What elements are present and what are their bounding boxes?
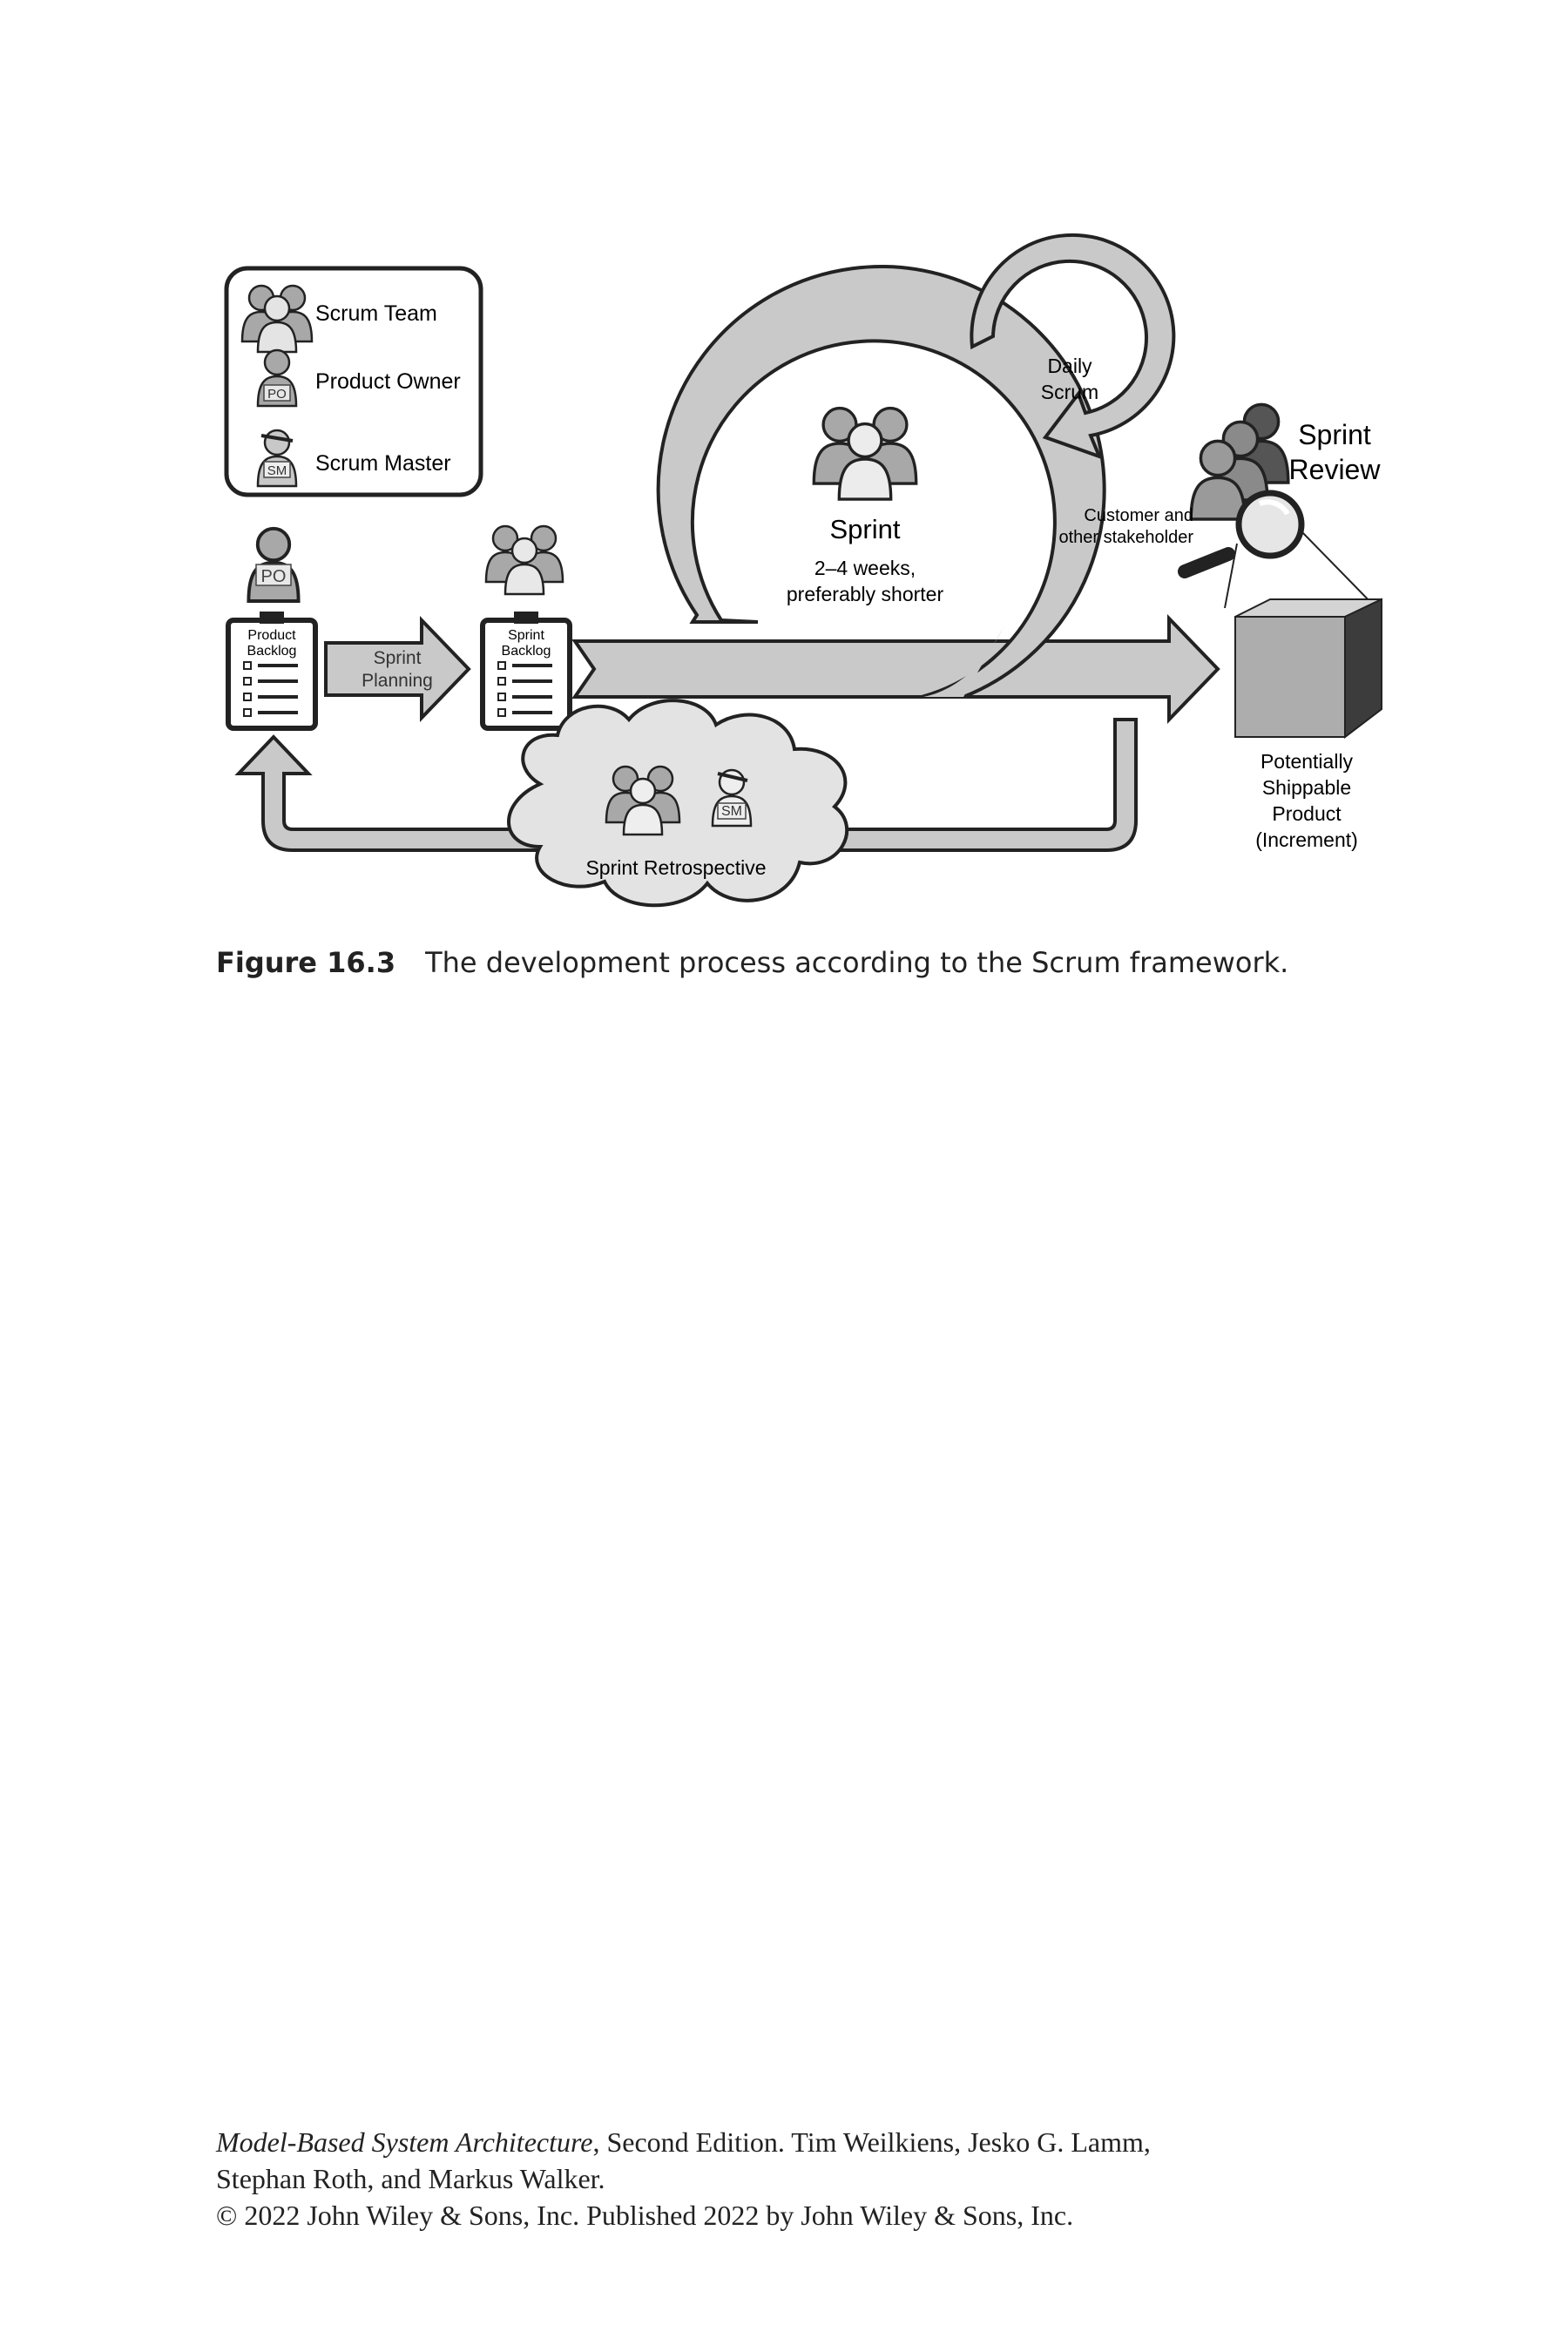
- book-title: Model-Based System Architecture: [216, 2126, 593, 2158]
- legend: Scrum Team PO Product Owner SM Scrum Mas…: [224, 266, 483, 497]
- main-flow-arrow: [571, 614, 1220, 724]
- product-backlog-label-2: Backlog: [247, 644, 297, 659]
- increment-label-1: Potentially: [1260, 750, 1354, 773]
- product-owner-badge: PO: [261, 567, 287, 586]
- legend-scrum-master: Scrum Master: [315, 451, 451, 476]
- scrum-diagram: Scrum Team PO Product Owner SM Scrum Mas…: [224, 233, 1382, 908]
- footer-line-2: Stephan Roth, and Markus Walker.: [216, 2163, 605, 2194]
- product-backlog-clipboard: [226, 612, 318, 731]
- scrum-master-icon: [256, 429, 298, 488]
- sprint-duration-2: preferably shorter: [787, 583, 944, 605]
- product-owner-icon: [256, 348, 298, 408]
- daily-scrum-label-1: Daily: [1047, 355, 1092, 377]
- retrospective-sm-badge: SM: [721, 804, 742, 819]
- product-owner-figure: [247, 526, 301, 603]
- increment-label-4: (Increment): [1255, 828, 1358, 851]
- figure-caption: Figure 16.3 The development process accor…: [216, 946, 1436, 979]
- stakeholder-label-2: other stakeholder: [1058, 528, 1193, 547]
- stakeholder-label-1: Customer and: [1084, 506, 1193, 525]
- sprint-title: Sprint: [830, 514, 901, 544]
- sprint-review-label-1: Sprint: [1298, 419, 1371, 450]
- book-footer: Model-Based System Architecture, Second …: [216, 2124, 1436, 2234]
- retrospective-cloud: [507, 699, 849, 908]
- product-backlog-label-1: Product: [247, 628, 296, 643]
- scrum-team-figure: [484, 524, 564, 596]
- sprint-planning-label-2: Planning: [362, 671, 433, 691]
- retrospective-label: Sprint Retrospective: [585, 856, 766, 879]
- sprint-backlog-clipboard: [480, 612, 572, 731]
- legend-product-owner: Product Owner: [315, 369, 461, 394]
- sprint-team-icon: [812, 406, 918, 501]
- sprint-backlog-label-1: Sprint: [508, 628, 544, 643]
- increment-label-3: Product: [1272, 802, 1342, 825]
- sprint-backlog-label-2: Backlog: [502, 644, 551, 659]
- sprint-review-label-2: Review: [1289, 454, 1382, 485]
- feedback-arrow: [234, 718, 1138, 852]
- figure-caption-text: The development process according to the…: [425, 946, 1289, 979]
- sprint-planning-label-1: Sprint: [374, 648, 422, 668]
- legend-scrum-team: Scrum Team: [315, 301, 437, 326]
- legend-po-badge: PO: [267, 387, 287, 402]
- daily-scrum-arrow: [970, 233, 1176, 460]
- daily-scrum-label-2: Scrum: [1041, 381, 1098, 403]
- increment-label-2: Shippable: [1262, 776, 1351, 799]
- sprint-duration-1: 2–4 weeks,: [814, 557, 916, 579]
- footer-line-1-rest: , Second Edition. Tim Weilkiens, Jesko G…: [592, 2126, 1151, 2158]
- scrum-team-icon: [240, 284, 314, 354]
- footer-line-1: Model-Based System Architecture, Second …: [216, 2124, 1436, 2160]
- increment-cube: [1234, 598, 1382, 740]
- magnifier-icon: [1178, 490, 1377, 609]
- footer-line-3: © 2022 John Wiley & Sons, Inc. Published…: [216, 2200, 1074, 2231]
- sprint-planning-arrow: [324, 616, 471, 722]
- legend-sm-badge: SM: [267, 463, 287, 478]
- figure-number: Figure 16.3: [216, 946, 396, 979]
- sprint-cycle-arrow: [656, 265, 1106, 699]
